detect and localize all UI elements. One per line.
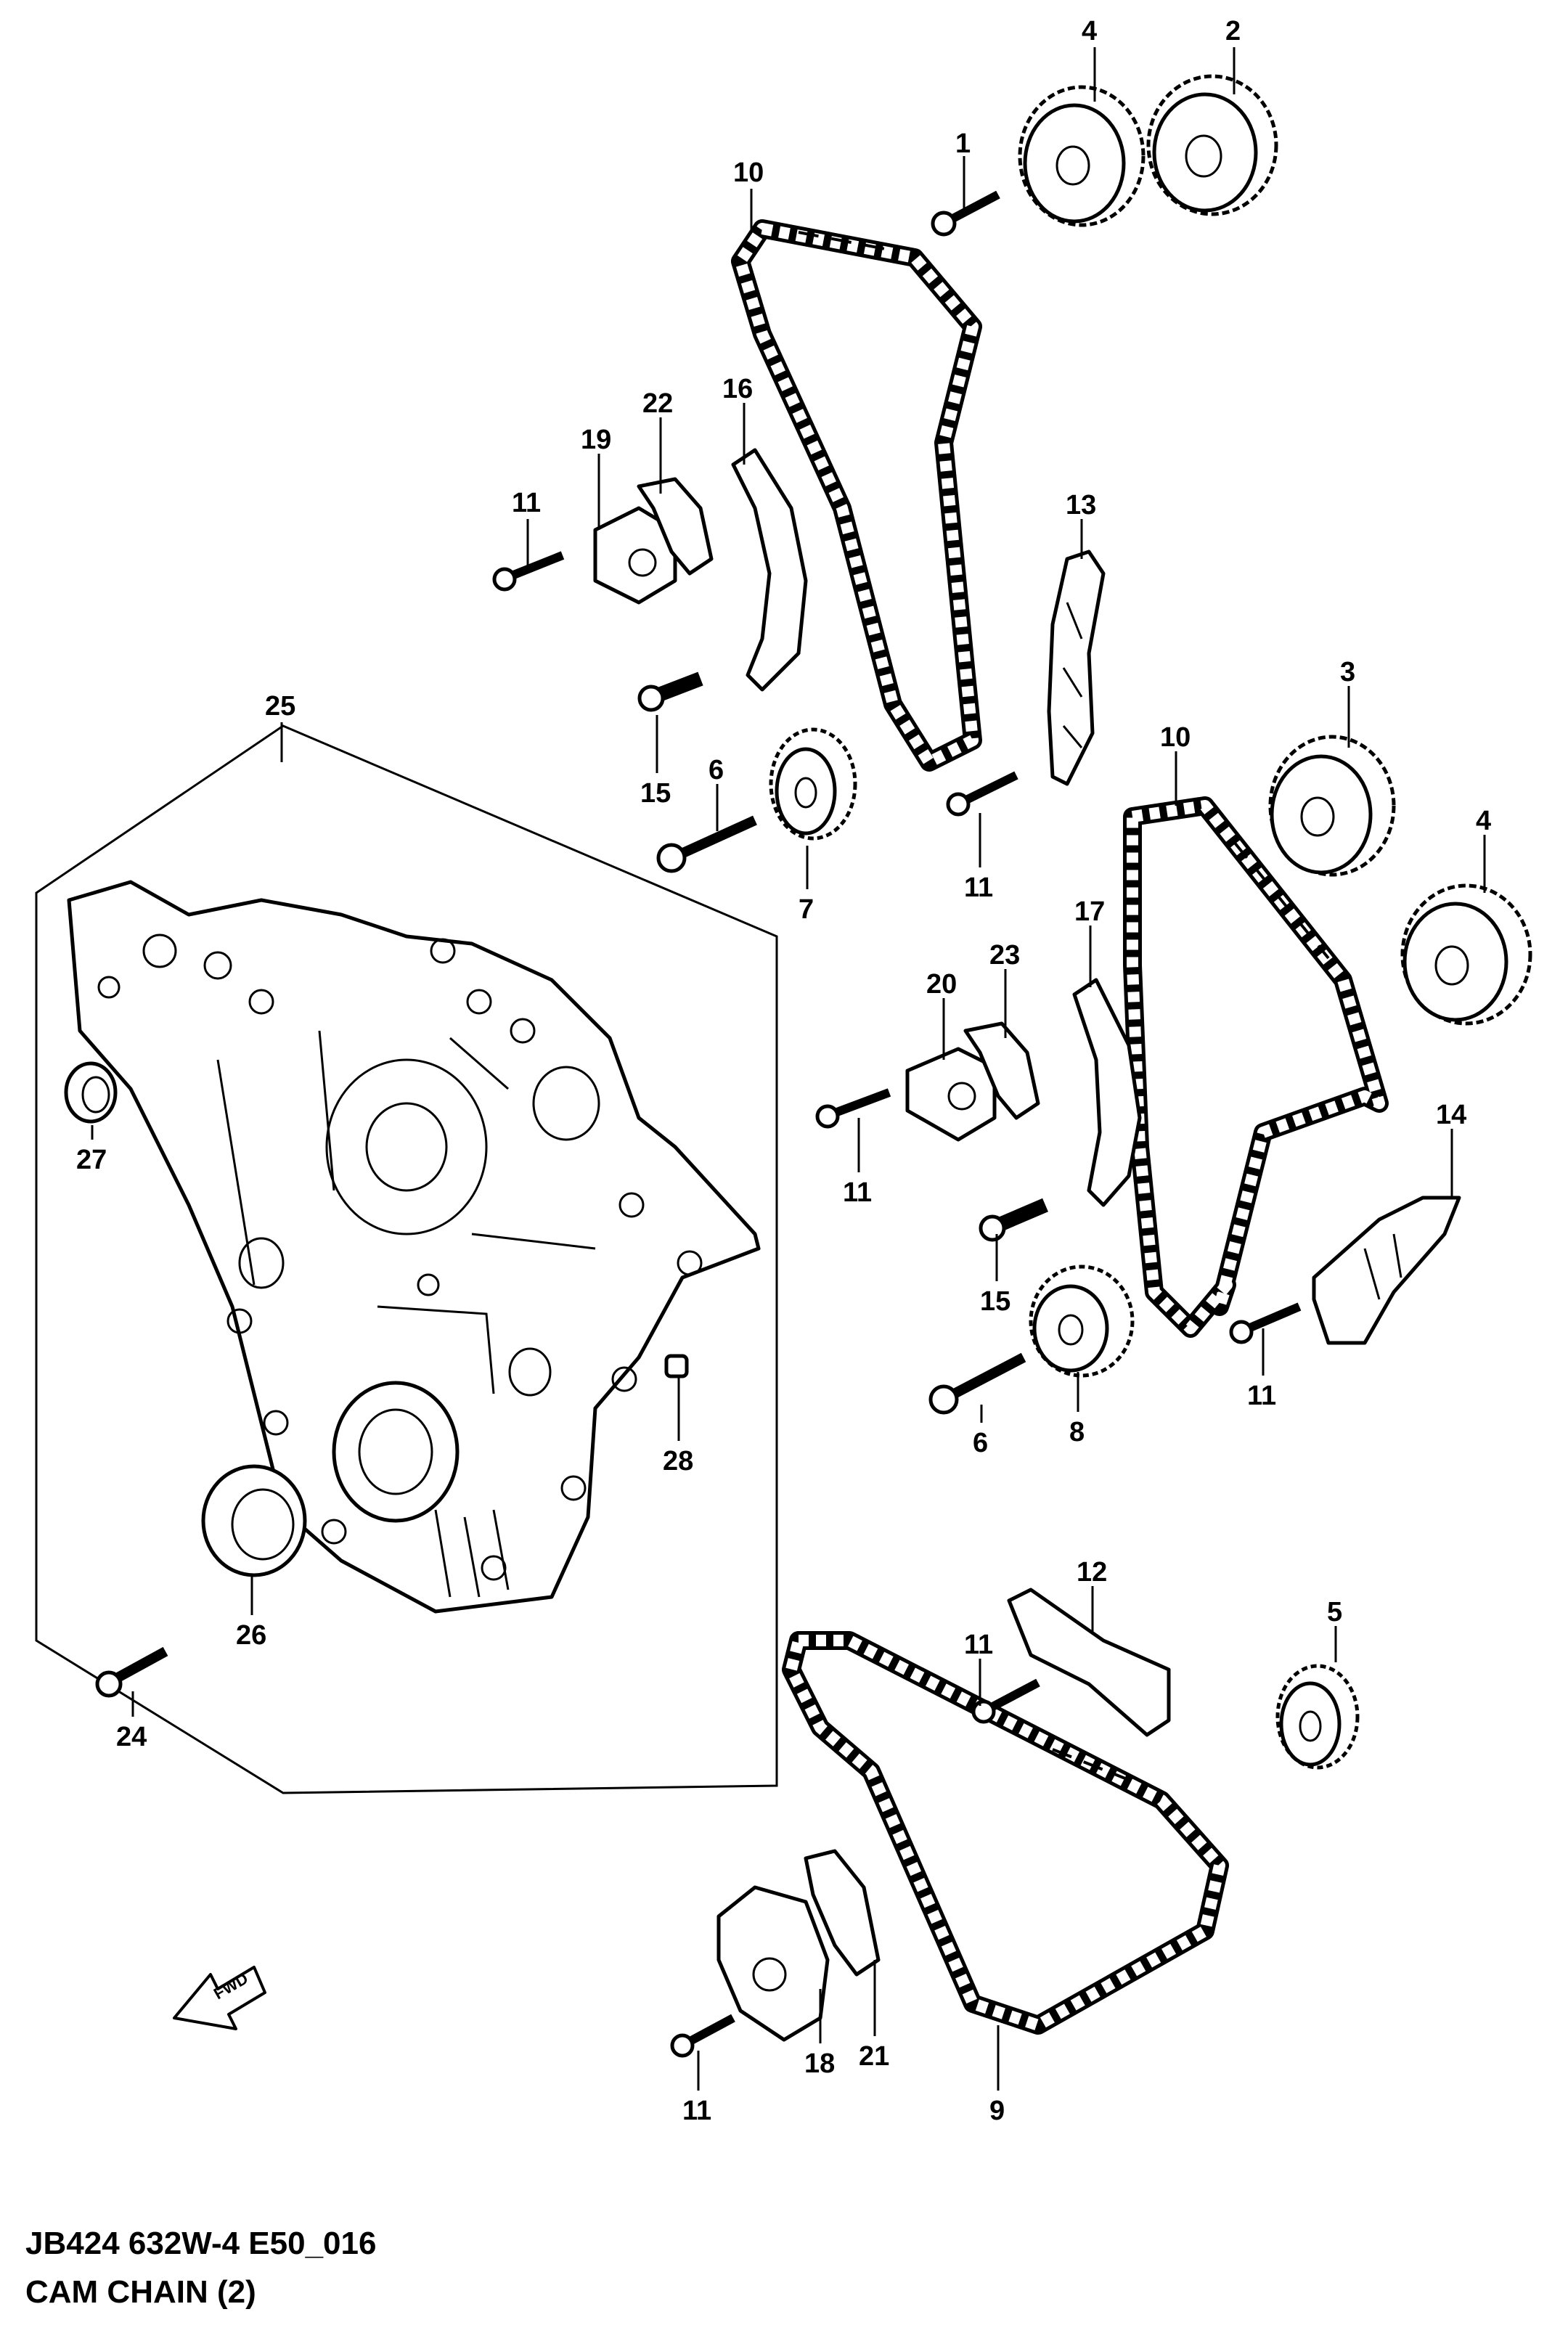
chain-tensioner-20	[905, 1047, 997, 1142]
callout-20: 20	[926, 969, 957, 1000]
tensioner-bolt-11c	[815, 1088, 891, 1129]
callout-labels: 4 2 1 10 16 22 19 11 13 25 15 6 7 11 3 1…	[76, 16, 1491, 2126]
guide-bolt-11d	[1229, 1302, 1302, 1344]
callout-8: 8	[1069, 1417, 1085, 1447]
callout-6-a: 6	[709, 755, 724, 785]
callout-2: 2	[1225, 16, 1241, 46]
cam-sprocket-2	[1146, 74, 1278, 216]
callout-4-top: 4	[1082, 16, 1097, 46]
callout-10-mid: 10	[1160, 722, 1191, 753]
sprocket-bolt-6a	[656, 815, 757, 873]
callout-11-e: 11	[964, 1630, 993, 1660]
callout-11-c: 11	[843, 1177, 872, 1208]
callout-26: 26	[236, 1620, 266, 1651]
callout-23: 23	[989, 940, 1020, 971]
callout-19: 19	[581, 425, 611, 455]
dowel-pin	[664, 1354, 689, 1378]
callout-15-b: 15	[980, 1286, 1010, 1317]
callout-6-b: 6	[973, 1428, 988, 1458]
oil-seal-large	[201, 1464, 307, 1577]
cover-bolt	[95, 1646, 168, 1698]
chain-guide-17	[1072, 978, 1142, 1207]
cam-chain-upper	[731, 219, 982, 772]
cam-sprocket-4-lower	[1400, 883, 1532, 1026]
chain-guide-14	[1312, 1196, 1461, 1345]
forward-arrow-icon: FWD	[173, 1966, 266, 2030]
callout-15-a: 15	[640, 778, 671, 809]
callout-18: 18	[804, 2048, 835, 2079]
chain-tensioner-18	[716, 1885, 830, 2042]
timing-cover	[67, 880, 761, 1614]
diagram-code: JB424 632W-4 E50_016	[25, 2226, 376, 2261]
callout-11-b: 11	[964, 873, 993, 903]
callout-22: 22	[642, 388, 673, 419]
tensioner-gasket-22	[637, 477, 714, 576]
callout-7: 7	[799, 894, 814, 925]
callout-3: 3	[1340, 657, 1355, 687]
callout-4-mid: 4	[1476, 806, 1491, 836]
chain-tensioner-19	[593, 506, 677, 605]
crank-sprocket-5	[1275, 1664, 1360, 1770]
tensioner-bolt-11a	[492, 551, 565, 592]
callout-12: 12	[1077, 1557, 1107, 1588]
callout-1: 1	[955, 128, 971, 159]
timing-cover-details	[97, 933, 703, 1598]
idler-sprocket-8	[1029, 1265, 1135, 1378]
sprocket-bolt-6b	[928, 1352, 1026, 1415]
chain-guide-13	[1047, 549, 1106, 786]
callout-11-d: 11	[1247, 1381, 1276, 1411]
cam-chain-right	[1123, 796, 1389, 1338]
chain-guide-12	[1007, 1588, 1171, 1737]
timing-cover-group	[35, 724, 778, 1794]
chain-guide-16	[731, 448, 808, 692]
callout-27: 27	[76, 1145, 107, 1175]
callout-9: 9	[989, 2096, 1005, 2126]
leader-lines	[91, 47, 1486, 2091]
callout-28: 28	[663, 1446, 693, 1476]
idler-sprocket-7	[769, 727, 857, 841]
callout-21: 21	[859, 2041, 889, 2072]
callout-10-top: 10	[733, 158, 764, 188]
timing-cover-frame	[35, 724, 778, 1794]
callout-11-f: 11	[682, 2096, 711, 2126]
callout-13: 13	[1066, 490, 1096, 520]
guide-bolt-15a	[637, 671, 703, 712]
tensioner-bolt-11f	[670, 2014, 735, 2058]
callout-17: 17	[1074, 896, 1105, 927]
cam-sprocket-4-upper	[1018, 85, 1146, 227]
callout-11-a: 11	[512, 488, 541, 518]
guide-bolt-11e	[971, 1678, 1040, 1724]
guide-bolt-11b	[946, 771, 1018, 817]
guide-bolt-15b	[979, 1198, 1048, 1242]
primary-chain	[782, 1631, 1229, 2035]
callout-24: 24	[116, 1722, 147, 1752]
cam-sprocket-3	[1268, 735, 1396, 877]
tensioner-gasket-21	[804, 1849, 881, 1977]
callout-25: 25	[265, 691, 295, 722]
callout-16: 16	[722, 374, 753, 404]
diagram-title: CAM CHAIN (2)	[25, 2274, 256, 2310]
callout-14: 14	[1436, 1100, 1466, 1130]
oil-seal-small	[64, 1061, 118, 1124]
callout-5: 5	[1327, 1597, 1342, 1627]
sprocket-bolt-1	[931, 190, 1000, 237]
